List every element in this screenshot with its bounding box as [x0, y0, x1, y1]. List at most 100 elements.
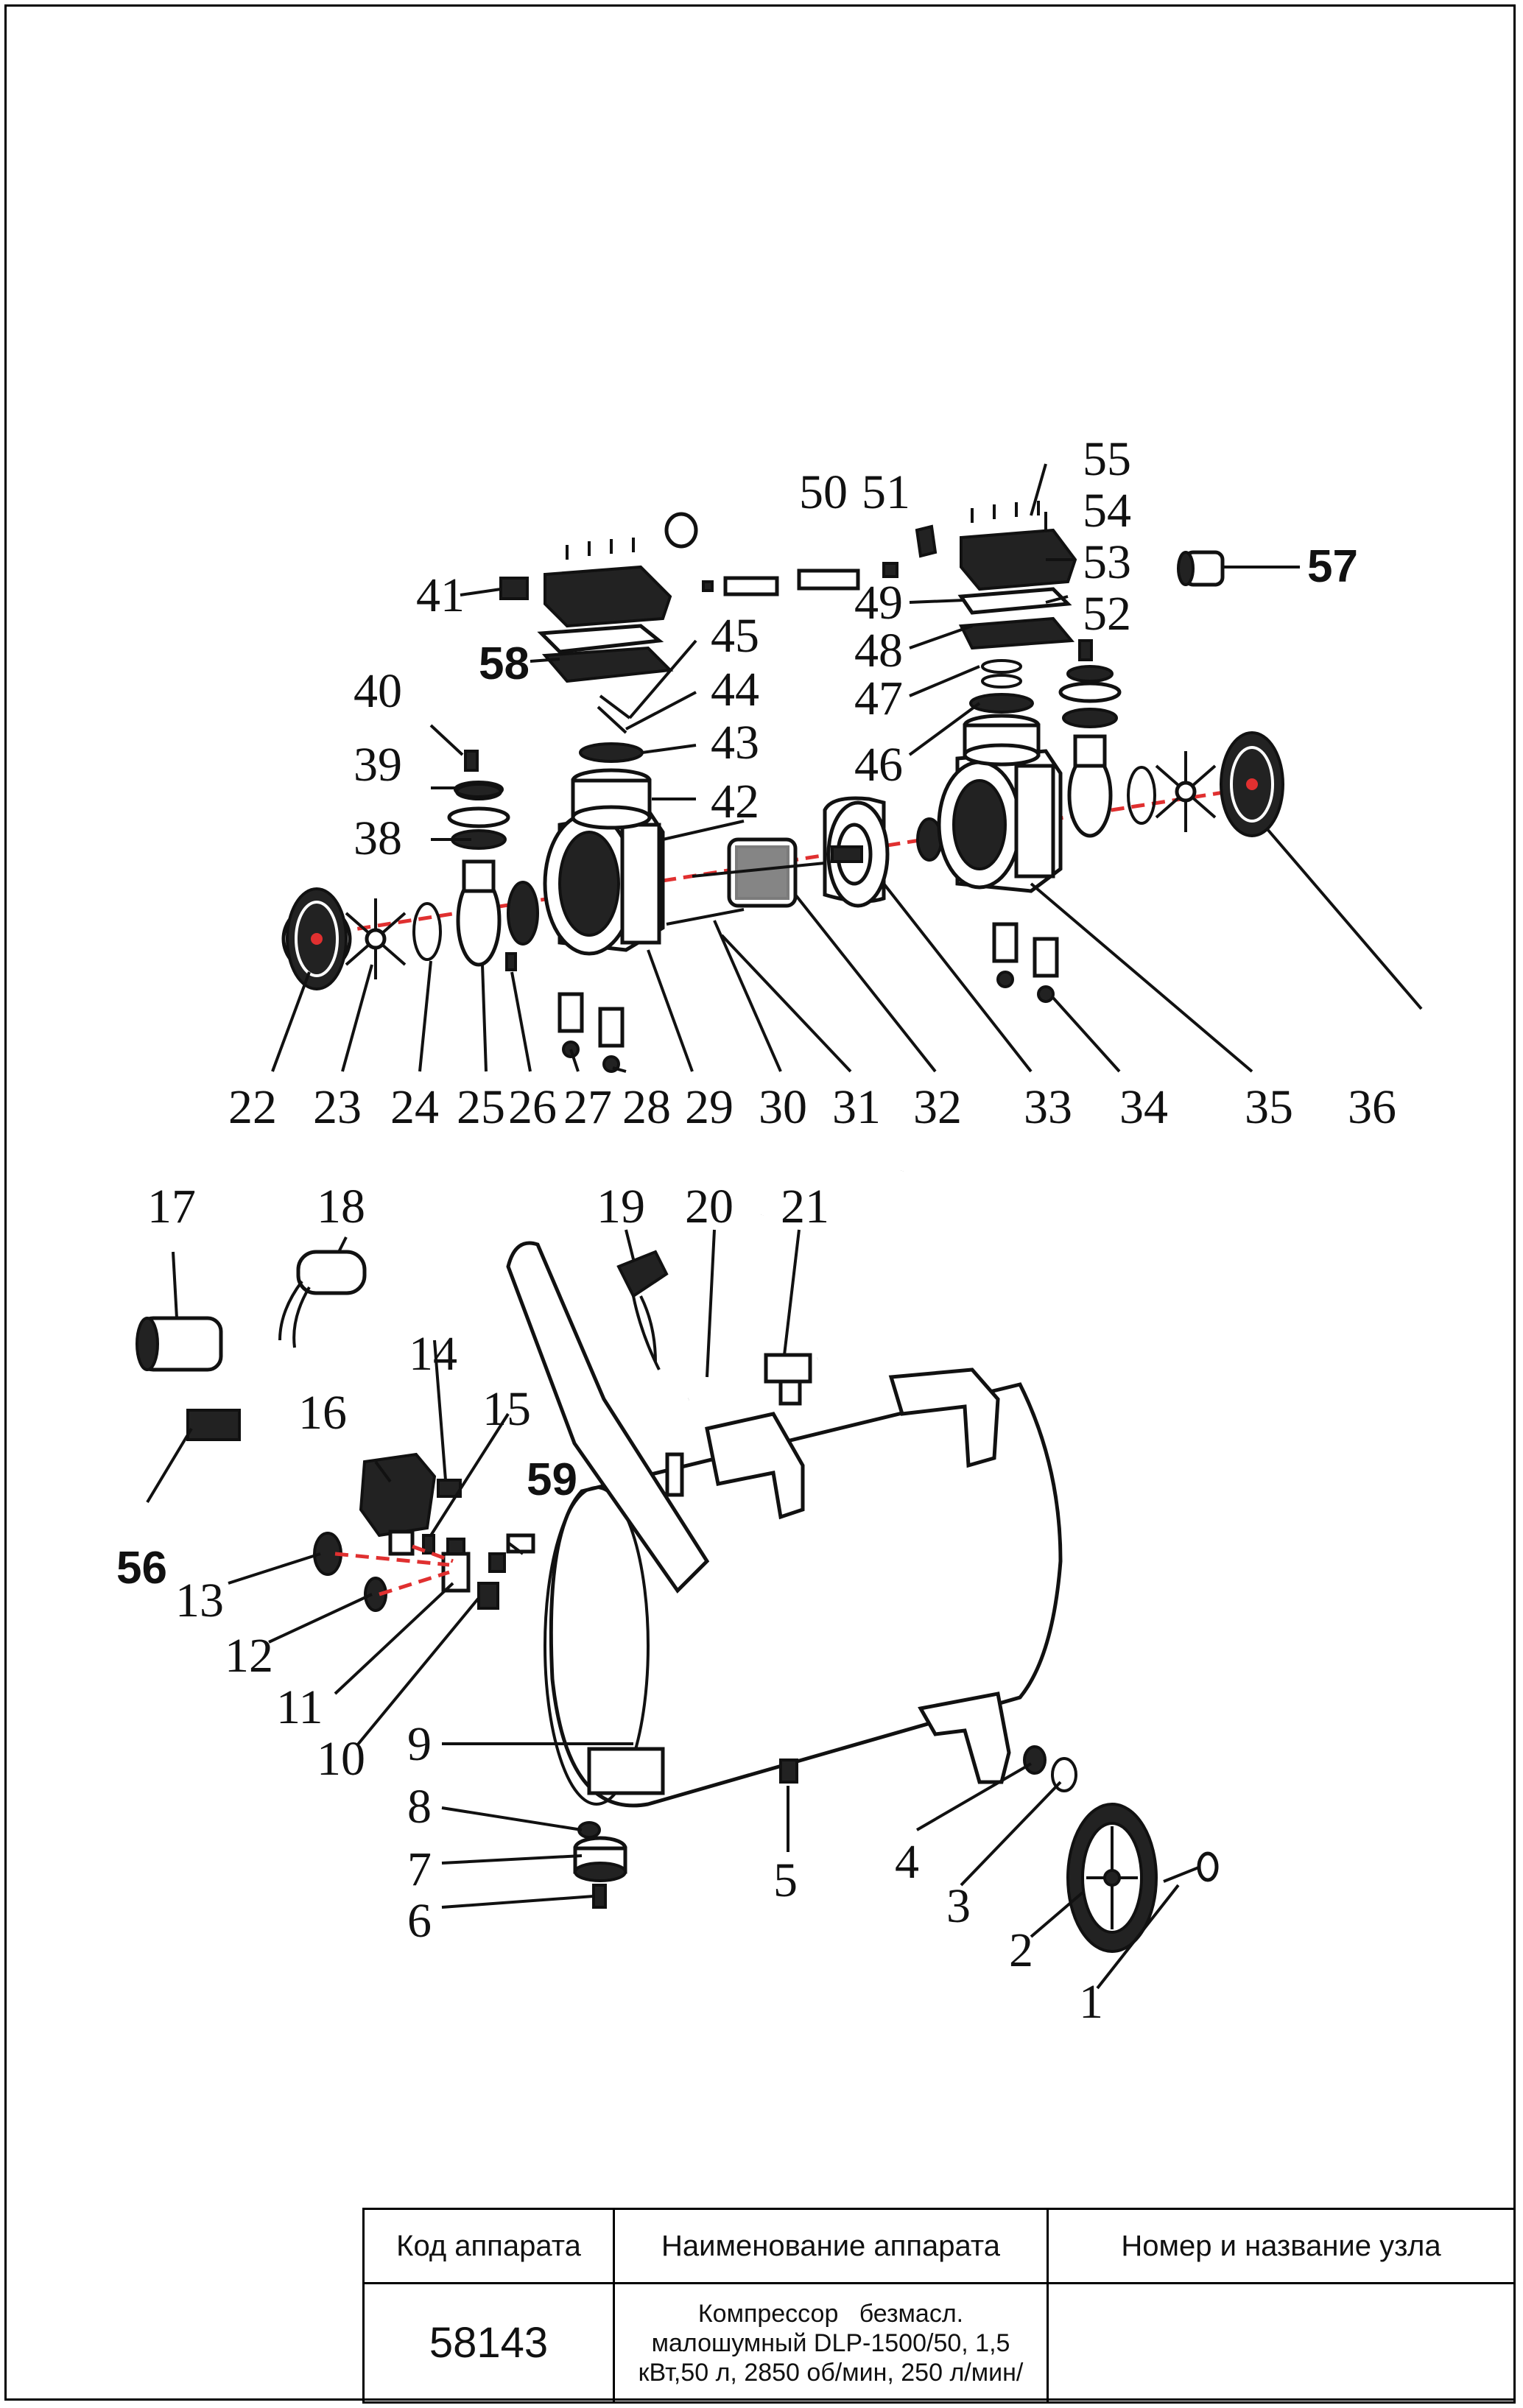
header-code: Код аппарата — [362, 2208, 615, 2284]
left-connecting-rod — [447, 783, 510, 967]
callout-44: 44 — [711, 663, 759, 717]
apparatus-name: Компрессор безмасл. малошумный DLP-1500/… — [613, 2282, 1049, 2404]
air-filter — [1177, 550, 1225, 587]
callout-5: 5 — [773, 1853, 798, 1907]
header-unit: Номер и название узла — [1047, 2208, 1516, 2284]
wheel — [1066, 1803, 1158, 1953]
unit-name — [1047, 2282, 1516, 2404]
callout-12: 12 — [225, 1629, 273, 1683]
callout-52: 52 — [1083, 587, 1131, 641]
tank-end-cap — [544, 1486, 650, 1806]
tank-handle — [506, 1241, 710, 1594]
small-bolt — [505, 952, 517, 971]
callout-55: 55 — [1083, 432, 1131, 486]
callout-50: 50 — [799, 465, 848, 519]
callout-18: 18 — [317, 1180, 365, 1233]
callout-17: 17 — [147, 1180, 196, 1233]
callout-3: 3 — [946, 1879, 971, 1933]
capacitor — [278, 1250, 367, 1348]
power-switch — [186, 1409, 241, 1441]
apparatus-code: 58143 — [362, 2282, 615, 2404]
capacitor-cover — [136, 1316, 223, 1372]
callout-30: 30 — [759, 1080, 807, 1134]
check-valve — [616, 1250, 669, 1370]
callout-58: 58 — [479, 638, 530, 689]
callout-41: 41 — [416, 568, 465, 622]
apparatus-name-line-1: Компрессор безмасл. — [697, 2299, 964, 2328]
callout-24: 24 — [390, 1080, 439, 1134]
plumbing-axis — [334, 1544, 454, 1596]
leader-lines — [146, 463, 1423, 1990]
callout-49: 49 — [854, 576, 903, 630]
safety-valve — [422, 1534, 435, 1555]
pressure-gauge-outlet — [364, 1577, 387, 1612]
tank-wheel-bracket — [918, 1691, 1011, 1784]
wheel-nut — [1023, 1745, 1047, 1775]
callout-22: 22 — [228, 1080, 277, 1134]
callout-labels: 1 2 3 4 5 6 7 8 9 10 11 12 13 14 15 16 1… — [116, 432, 1396, 2029]
callout-32: 32 — [913, 1080, 962, 1134]
transfer-tube — [702, 562, 898, 596]
through-bolts — [662, 820, 745, 926]
callout-42: 42 — [711, 775, 759, 828]
small-valves-right — [992, 922, 1059, 1003]
wheel-axle-bolt — [1163, 1851, 1219, 1883]
header-name: Наименование аппарата — [613, 2208, 1049, 2284]
callout-35: 35 — [1245, 1080, 1293, 1134]
callout-2: 2 — [1009, 1923, 1033, 1977]
callout-13: 13 — [175, 1574, 224, 1627]
title-block: Код аппарата Наименование аппарата Номер… — [362, 2208, 1516, 2404]
callout-57: 57 — [1307, 541, 1358, 592]
gasket-ring — [412, 902, 442, 961]
callout-33: 33 — [1024, 1080, 1072, 1134]
callout-7: 7 — [407, 1842, 432, 1896]
callout-40: 40 — [354, 664, 402, 718]
stator — [823, 796, 890, 908]
tank-assembly — [136, 1170, 1219, 1953]
callout-56: 56 — [116, 1543, 167, 1594]
callout-10: 10 — [317, 1732, 365, 1786]
tank-brackets — [705, 1367, 1000, 1520]
callout-6: 6 — [407, 1894, 432, 1948]
callout-9: 9 — [407, 1717, 432, 1771]
right-connecting-rod — [1058, 639, 1122, 838]
callout-20: 20 — [685, 1180, 734, 1233]
callout-25: 25 — [457, 1080, 505, 1134]
apparatus-name-line-3: кВт,50 л, 2850 об/мин, 250 л/мин/ — [638, 2358, 1024, 2387]
right-fan — [1127, 751, 1217, 832]
tank-rear-foot — [587, 1747, 665, 1795]
callout-14: 14 — [409, 1327, 457, 1381]
left-bearing — [507, 881, 539, 946]
right-fan-cover — [1220, 731, 1284, 837]
callout-43: 43 — [711, 716, 759, 770]
callout-59: 59 — [527, 1454, 577, 1505]
left-crankcase — [543, 808, 665, 956]
quick-coupler — [477, 1582, 499, 1610]
left-fan — [345, 898, 407, 979]
right-crankcase — [937, 749, 1063, 893]
callout-23: 23 — [313, 1080, 362, 1134]
tank-inlet-fitting — [665, 1452, 684, 1497]
motor-pump-assembly — [281, 501, 1284, 1073]
drain-valve — [779, 1759, 798, 1784]
callout-28: 28 — [622, 1080, 671, 1134]
left-cylinder-group — [499, 512, 698, 830]
callout-53: 53 — [1083, 535, 1131, 589]
wheel-washer — [1051, 1757, 1077, 1792]
callout-38: 38 — [354, 812, 402, 865]
tee-fitting-hose — [764, 1170, 905, 1406]
callout-46: 46 — [854, 738, 903, 792]
callout-47: 47 — [854, 672, 903, 725]
callout-45: 45 — [711, 609, 759, 663]
callout-29: 29 — [685, 1080, 734, 1134]
callout-31: 31 — [832, 1080, 881, 1134]
callout-8: 8 — [407, 1780, 432, 1834]
apparatus-name-line-2: малошумный DLP-1500/50, 1,5 — [651, 2328, 1010, 2357]
callout-34: 34 — [1119, 1080, 1168, 1134]
discharge-hose — [688, 1214, 764, 1401]
right-cylinder-group — [915, 501, 1077, 767]
small-valves-left — [558, 992, 625, 1073]
pressure-switch — [359, 1452, 437, 1556]
left-fan-cover — [281, 887, 352, 990]
